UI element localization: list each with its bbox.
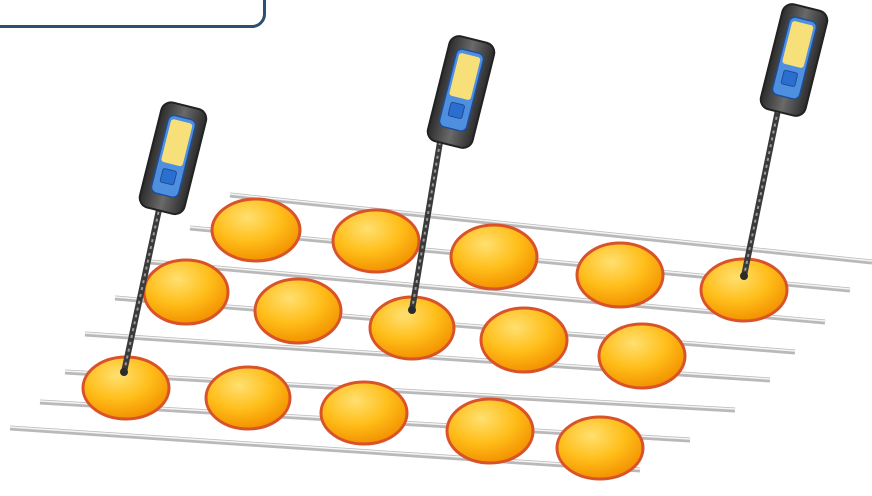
food-item-icon bbox=[449, 223, 539, 291]
food-items bbox=[81, 197, 789, 481]
food-item-icon bbox=[555, 415, 645, 481]
food-item-icon bbox=[575, 241, 665, 309]
food-item-icon bbox=[479, 306, 569, 374]
rack-wire bbox=[229, 192, 872, 265]
temperature-probe-icon bbox=[408, 35, 496, 314]
temperature-probe-icon bbox=[120, 101, 208, 376]
food-item-icon bbox=[597, 322, 687, 390]
rack-wire bbox=[9, 425, 641, 473]
food-item-icon bbox=[331, 208, 421, 274]
food-item-icon bbox=[253, 277, 343, 345]
food-item-icon bbox=[210, 197, 302, 263]
temperature-probes bbox=[120, 3, 829, 376]
food-item-icon bbox=[204, 365, 292, 431]
rack-wire bbox=[64, 369, 736, 413]
food-item-icon bbox=[319, 380, 409, 446]
food-item-icon bbox=[699, 257, 789, 323]
callout-box bbox=[0, 0, 266, 28]
food-item-icon bbox=[142, 258, 230, 326]
food-item-icon bbox=[445, 397, 535, 465]
temperature-probe-icon bbox=[740, 3, 829, 280]
